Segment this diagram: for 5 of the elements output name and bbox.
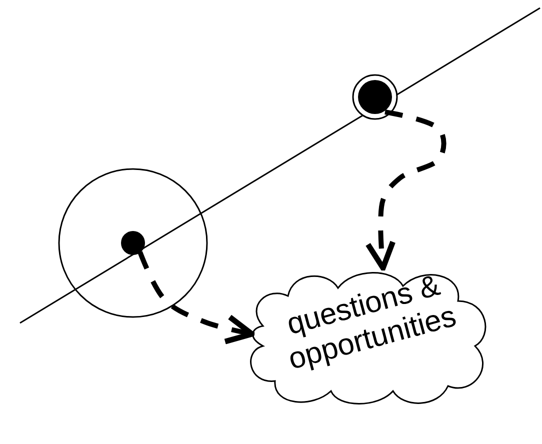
arrow: [138, 251, 255, 344]
circle: [58, 168, 208, 318]
dot: [121, 231, 145, 255]
ringed-dot: [352, 74, 398, 120]
arrow: [365, 110, 446, 271]
